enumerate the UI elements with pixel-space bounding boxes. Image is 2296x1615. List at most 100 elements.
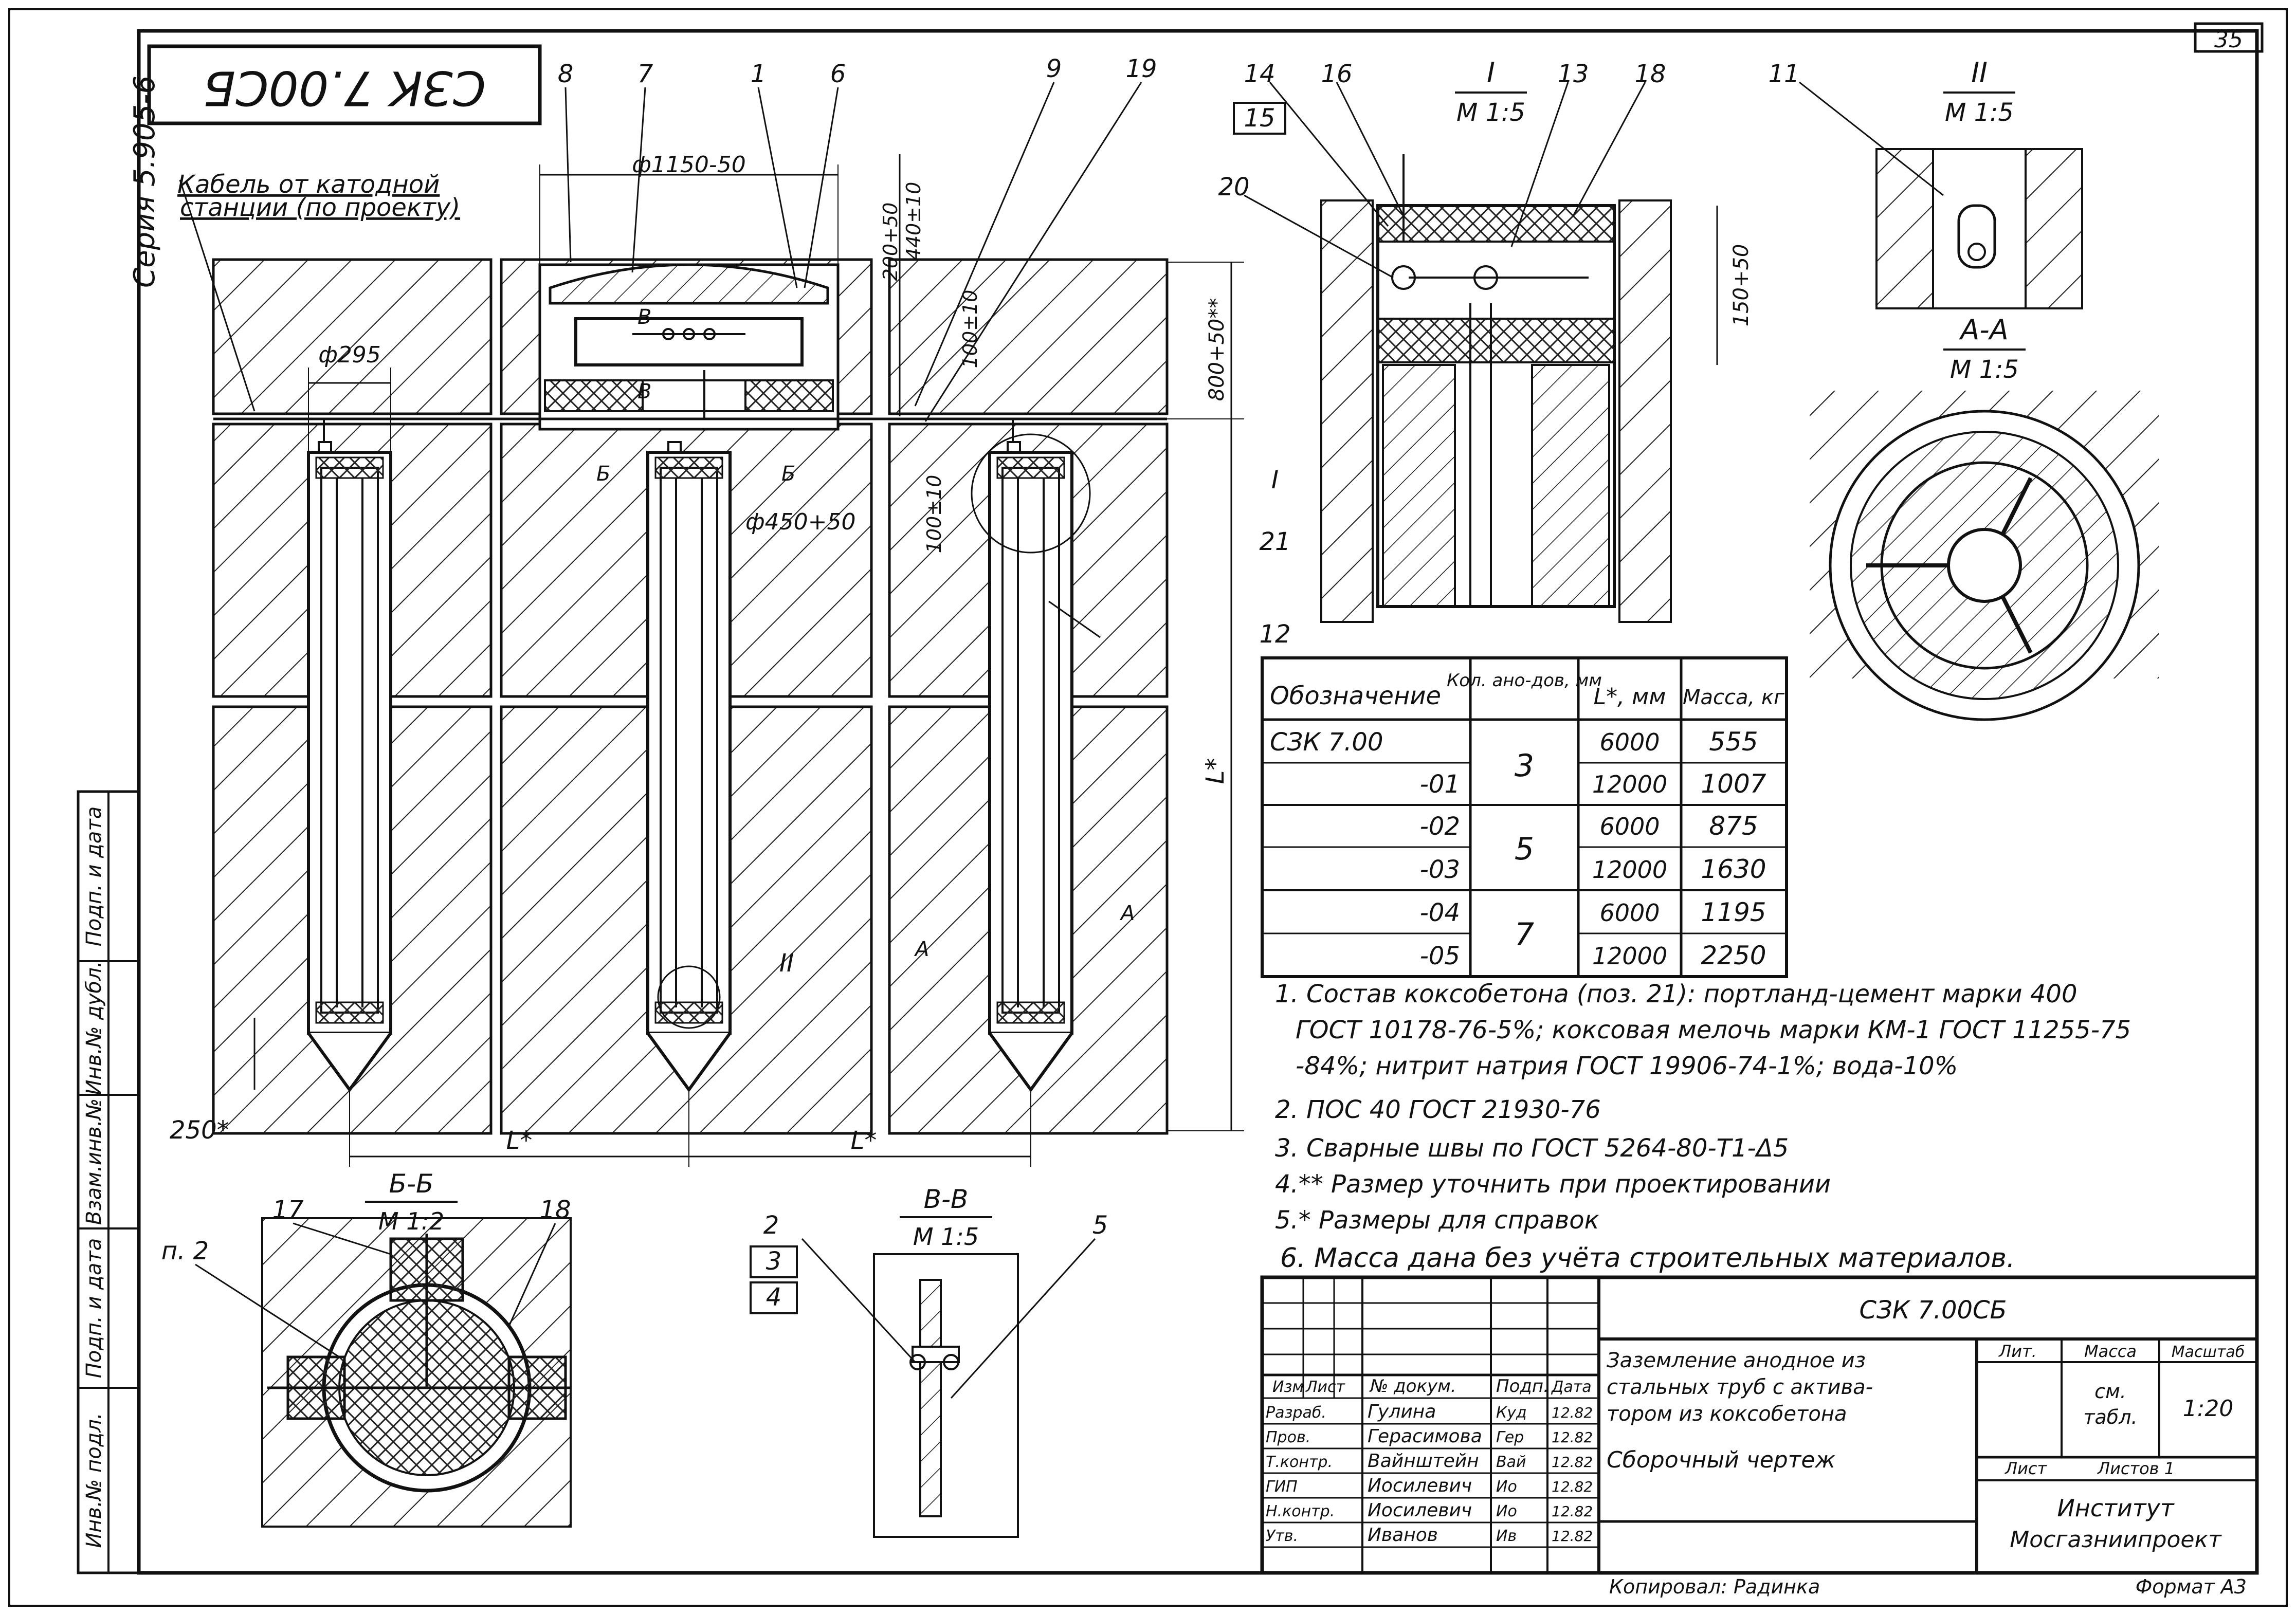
spec-row-mass: 555 <box>1709 727 1758 757</box>
tb-date: 12.82 <box>1552 1528 1593 1545</box>
series-label: Серия 5.905-6 <box>128 76 161 288</box>
spec-row-length: 12000 <box>1592 856 1667 884</box>
spec-row-mass: 875 <box>1709 811 1758 841</box>
spec-row-designation: -02 <box>1420 812 1460 841</box>
note-line: 1. Состав коксобетона (поз. 21): портлан… <box>1275 980 2078 1008</box>
view-I-callout-14: 14 <box>1244 60 1275 88</box>
cut-label-b1: Б <box>596 462 610 486</box>
view-BB-callout-18: 18 <box>539 1196 571 1224</box>
tb-col-doc: № докум. <box>1369 1376 1456 1397</box>
view-VV-callout-2: 2 <box>763 1211 779 1240</box>
note-line: 4.** Размер уточнить при проектировании <box>1275 1170 1831 1199</box>
view-VV-callout-5: 5 <box>1092 1211 1108 1240</box>
tb-date: 12.82 <box>1552 1503 1593 1520</box>
view-I-scale: М 1:5 <box>1456 98 1525 127</box>
spec-row-length: 6000 <box>1599 899 1660 927</box>
view-BB-callout-17: 17 <box>272 1196 304 1224</box>
tb-signature: Ио <box>1496 1502 1517 1520</box>
view-AA-scale: М 1:5 <box>1950 355 2019 384</box>
view-VV-title: В-В <box>924 1184 969 1214</box>
tb-role: ГИП <box>1266 1478 1298 1496</box>
tb-person: Вайнштейн <box>1368 1451 1479 1472</box>
dim-250: 250* <box>170 1116 229 1145</box>
tb-person: Иванов <box>1368 1525 1438 1546</box>
side-stamp-5: Подп. и дата <box>82 806 106 946</box>
tb-code: СЗК 7.00СБ <box>1860 1296 2007 1325</box>
tb-role: Н.контр. <box>1266 1502 1335 1520</box>
spec-anodes-7: 7 <box>1515 916 1534 952</box>
callout-8: 8 <box>558 60 574 88</box>
tb-person: Иосилевич <box>1368 1475 1472 1496</box>
side-stamp: Инв.№ подл. Подп. и дата Взам.инв.№ Инв.… <box>77 790 140 1574</box>
side-stamp-2: Подп. и дата <box>82 1238 106 1378</box>
view-VV-callout-4: 4 <box>766 1283 782 1312</box>
cut-label-b2: Б <box>781 462 795 486</box>
tb-person: Гулина <box>1368 1401 1436 1422</box>
main-view: Кабель от катодной станции (по проекту) … <box>170 54 1291 1167</box>
tb-role: Разраб. <box>1266 1404 1326 1422</box>
tb-signature: Ио <box>1496 1478 1517 1496</box>
side-stamp-1: Инв.№ подл. <box>82 1412 106 1548</box>
view-AA: А-А М 1:5 <box>1810 314 2159 721</box>
dim-h800: 800+50** <box>1205 298 1229 401</box>
tb-col-izm: Изм <box>1272 1378 1304 1396</box>
callout-7: 7 <box>637 60 653 88</box>
spec-row-length: 6000 <box>1599 813 1660 840</box>
cut-label-a2: А <box>1119 902 1135 925</box>
callout-I: I <box>1271 466 1279 494</box>
tb-lit: Лит. <box>1998 1342 2037 1361</box>
spec-row-mass: 1007 <box>1701 769 1766 799</box>
tb-signature: Вай <box>1496 1453 1526 1471</box>
tb-org-2: Мосгазниипроект <box>2010 1527 2222 1553</box>
callout-9: 9 <box>1046 54 1062 83</box>
spec-row-length: 12000 <box>1592 770 1667 798</box>
sheet-outer-border <box>8 8 2288 1607</box>
callout-II: II <box>779 949 794 978</box>
cable-label-2: станции (по проекту) <box>180 193 460 222</box>
page-number: 35 <box>2214 27 2243 53</box>
note-line: -84%; нитрит натрия ГОСТ 19906-74-1%; во… <box>1296 1052 1958 1080</box>
cut-label-a1: А <box>914 938 929 961</box>
cut-label-v2: В <box>637 380 651 403</box>
dim-h440: 440±10 <box>902 182 925 261</box>
spec-header-designation: Обозначение <box>1270 682 1441 710</box>
view-BB-callout-p2: п. 2 <box>161 1237 209 1265</box>
tb-name-4: Сборочный чертеж <box>1607 1447 1835 1473</box>
tb-name-3: тором из коксобетона <box>1607 1402 1847 1426</box>
tb-date: 12.82 <box>1552 1429 1593 1446</box>
spec-anodes-5: 5 <box>1515 831 1534 867</box>
tb-col-sign: Подп. <box>1496 1376 1549 1397</box>
spec-anodes-3: 3 <box>1515 748 1534 784</box>
view-I-callout-20: 20 <box>1218 173 1249 201</box>
dim-lstar: L* <box>1201 758 1230 784</box>
view-AA-title: А-А <box>1959 314 2008 346</box>
dim-d295: ф295 <box>318 342 381 368</box>
view-VV-callout-3: 3 <box>766 1247 782 1276</box>
page-number-box <box>2194 22 2264 53</box>
spec-row-designation: СЗК 7.00 <box>1270 728 1383 757</box>
note-line: 6. Масса дана без учёта строительных мат… <box>1280 1243 2015 1274</box>
spec-row-mass: 2250 <box>1701 941 1766 970</box>
spec-header-mass: Масса, кг <box>1683 686 1785 709</box>
title-block: Изм Лист № докум. Подп. Дата Разраб.Гули… <box>1260 1275 2259 1575</box>
tb-role: Т.контр. <box>1266 1453 1333 1471</box>
spec-row-designation: -04 <box>1420 898 1460 927</box>
dim-h100b: 100±10 <box>923 475 945 554</box>
spec-row-designation: -03 <box>1420 855 1460 884</box>
view-I-title: I <box>1487 57 1495 89</box>
notes: 1. Состав коксобетона (поз. 21): портлан… <box>1275 980 2131 1274</box>
format-label: Формат А3 <box>2136 1575 2247 1598</box>
cut-label-v1: В <box>637 305 651 329</box>
code-stamp: СЗК 7.00СБ <box>203 61 486 116</box>
spec-row-length: 12000 <box>1592 942 1667 970</box>
view-II-title: II <box>1971 57 1988 89</box>
tb-name-2: стальных труб с актива- <box>1607 1375 1873 1399</box>
tb-org-1: Институт <box>2057 1494 2174 1522</box>
tb-role: Утв. <box>1266 1527 1298 1545</box>
tb-name-1: Заземление анодное из <box>1607 1349 1866 1372</box>
note-line: ГОСТ 10178-76-5%; коксовая мелочь марки … <box>1296 1016 2131 1044</box>
spec-row-mass: 1195 <box>1701 897 1766 927</box>
view-VV-scale: М 1:5 <box>913 1223 979 1251</box>
tb-scale-head: Масштаб <box>2172 1343 2245 1361</box>
